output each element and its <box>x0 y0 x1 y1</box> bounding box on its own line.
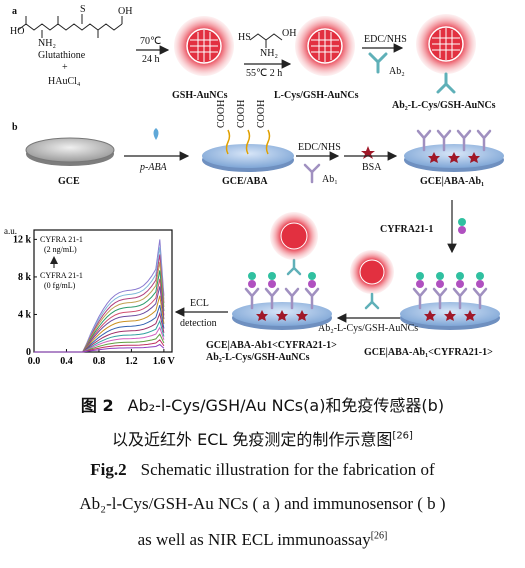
cysteine-atom-labels: OH <box>282 28 296 39</box>
glutathione-atom-labels: HO <box>10 26 24 37</box>
cyfra-label: CYFRA21-1 <box>380 224 433 235</box>
y-tick-label: 8 k <box>18 272 32 283</box>
caption-en-line3: as well as NIR ECL immunoassay[26] <box>0 530 525 550</box>
ecl-chart: 0.0 0.4 0.8 1.2 1.6 V 0 4 k 8 k 12 ka.u. CYFRA 21… <box>4 226 176 367</box>
cysteine-atom-labels: HS <box>238 32 251 43</box>
plus-sign: + <box>62 62 68 73</box>
ecl-curve <box>34 343 165 353</box>
cooh-label-3: COOH <box>256 100 267 128</box>
y-tick-label: 0 <box>26 347 31 358</box>
x-tick-label: 1.2 <box>125 356 138 367</box>
bsa-label: BSA <box>362 162 382 173</box>
sandwich-complexes <box>244 212 320 321</box>
caption-en-text3: as well as NIR ECL immunoassay <box>137 530 371 549</box>
step1-time: 24 h <box>142 54 160 65</box>
schematic-figure: a HO NH₂ S OH Glutathione + HAuCl₄ 70℃ 2… <box>4 4 504 367</box>
caption-en-text1: Schematic illustration for the fabricati… <box>140 460 435 479</box>
step1-temp: 70℃ <box>140 36 161 47</box>
annotation-top-conc: (2 ng/mL) <box>44 245 77 254</box>
gsh-aunc-particle <box>174 16 234 76</box>
x-tick-label: 1.6 V <box>153 356 176 367</box>
ab1-label: Ab₁ <box>322 174 338 185</box>
bsa-star-icon <box>361 146 375 159</box>
cyfra-antigen-icon <box>458 218 466 234</box>
paba-label: p-ABA <box>139 162 168 173</box>
step2-cond: 55℃ 2 h <box>246 68 282 79</box>
y-axis-label: a.u. <box>4 226 17 236</box>
glutathione-atom-labels: S <box>80 4 86 15</box>
annotation-bottom-conc: (0 fg/mL) <box>44 281 76 290</box>
droplet-icon <box>153 128 159 140</box>
y-tick-label: 12 k <box>13 234 32 245</box>
caption-cn-figno: 图 2 <box>80 396 114 415</box>
glutathione-structure <box>17 14 123 38</box>
caption-en-line2: Ab₂-l-Cys/GSH-Au NCs ( a ) and immunosen… <box>0 494 525 514</box>
haucl4-label: HAuCl₄ <box>48 76 81 87</box>
panel-b-letter: b <box>12 122 18 133</box>
caption-cn-text2: 以及近红外 ECL 免疫测定的制作示意图 <box>112 430 393 449</box>
annotation-top: CYFRA 21-1 <box>40 235 83 244</box>
antibody-icon <box>368 52 388 74</box>
step3-antibody: Ab₂ <box>389 66 405 77</box>
glutathione-atom-labels: OH <box>118 6 132 17</box>
caption-cn-line2: 以及近红外 ECL 免疫测定的制作示意图[26] <box>0 426 525 450</box>
ab1-cyfra-complexes <box>412 272 488 321</box>
ab2-probe-label: Ab₂-L-Cys/GSH-AuNCs <box>318 323 418 334</box>
cysteine-atom-labels: NH₂ <box>260 48 278 59</box>
gce-aba-disk <box>202 144 294 168</box>
detection-label: detection <box>180 318 217 329</box>
product2-label: L-Cys/GSH-AuNCs <box>274 90 359 101</box>
final-label-line2: Ab₂-L-Cys/GSH-AuNCs <box>206 352 310 363</box>
chart-frame <box>33 229 173 353</box>
final-label-line1: GCE|ABA-Ab1<CYFRA21-1> <box>206 340 337 351</box>
caption-en-figno: Fig.2 <box>90 460 127 479</box>
gce-aba-ab1-label: GCE|ABA-Ab₁ <box>420 176 484 187</box>
ab2-aunc-probe <box>416 14 476 94</box>
gce-cyfra-label: GCE|ABA-Ab₁<CYFRA21-1> <box>364 347 493 358</box>
ab1-icon <box>303 163 321 184</box>
y-tick-label: 4 k <box>18 309 32 320</box>
ab2-probe-icon <box>350 250 394 310</box>
product1-label: GSH-AuNCs <box>172 90 228 101</box>
x-tick-label: 0.0 <box>28 356 41 367</box>
cooh-linkers <box>225 129 271 155</box>
annotation-bottom: CYFRA 21-1 <box>40 271 83 280</box>
edc-label: EDC/NHS <box>298 142 341 153</box>
cooh-label-2: COOH <box>236 100 247 128</box>
gce-aba-label: GCE/ABA <box>222 176 268 187</box>
bsa-stars <box>428 152 480 163</box>
ecl-curve <box>34 246 165 353</box>
product3-label: Ab₂-L-Cys/GSH-AuNCs <box>392 100 496 111</box>
x-tick-label: 0.4 <box>60 356 73 367</box>
caption-cn-ref: [26] <box>392 430 413 442</box>
ecl-curve <box>34 239 165 353</box>
glutathione-label: Glutathione <box>38 50 86 61</box>
gce-label: GCE <box>58 176 80 187</box>
gce-disk <box>25 137 115 163</box>
caption-en-text2: Ab₂-l-Cys/GSH-Au NCs ( a ) and immunosen… <box>79 494 446 513</box>
cooh-label-1: COOH <box>216 100 227 128</box>
caption-en-ref: [26] <box>370 530 388 542</box>
immobilized-ab1-icons <box>416 129 492 152</box>
caption-cn-line1: 图 2 Ab₂-l-Cys/GSH/Au NCs(a)和免疫传感器(b) <box>0 392 525 416</box>
caption-cn-text1: Ab₂-l-Cys/GSH/Au NCs(a)和免疫传感器(b) <box>127 396 445 415</box>
step3-reagent: EDC/NHS <box>364 34 407 45</box>
glutathione-atom-labels: NH₂ <box>38 38 56 49</box>
cysteine-structure <box>249 33 283 48</box>
ecl-label: ECL <box>190 298 209 309</box>
lcys-gsh-aunc-particle <box>295 16 355 76</box>
x-tick-label: 0.8 <box>93 356 106 367</box>
caption-en-line1: Fig.2 Schematic illustration for the fabr… <box>0 460 525 480</box>
panel-a-letter: a <box>12 6 17 17</box>
